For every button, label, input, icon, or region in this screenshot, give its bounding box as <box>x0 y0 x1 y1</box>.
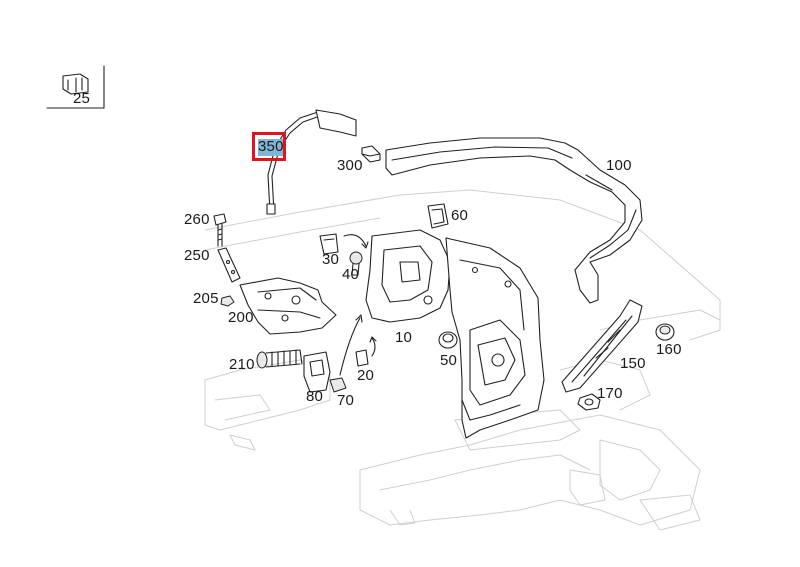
callout-160[interactable]: 160 <box>656 341 682 358</box>
callout-100[interactable]: 100 <box>606 157 632 174</box>
part-10-panel <box>365 229 545 439</box>
callout-210[interactable]: 210 <box>229 356 255 373</box>
part-60-bracket <box>427 203 449 229</box>
callout-50[interactable]: 50 <box>440 352 458 369</box>
arrowhead-30 <box>361 241 369 249</box>
selected-callout-fill <box>258 139 284 156</box>
callout-70[interactable]: 70 <box>337 392 355 409</box>
callout-60[interactable]: 60 <box>451 207 469 224</box>
part-150-strut <box>561 299 643 393</box>
callout-300[interactable]: 300 <box>337 157 363 174</box>
callout-200[interactable]: 200 <box>228 309 254 326</box>
part-100-bar <box>385 137 643 304</box>
part-205-nut <box>220 295 235 307</box>
part-50-mount <box>438 331 458 349</box>
callout-80[interactable]: 80 <box>306 388 324 405</box>
part-30-bracket <box>319 233 339 255</box>
part-80-bracket <box>303 351 331 393</box>
part-70-clip <box>329 377 347 393</box>
legend-box <box>46 65 105 109</box>
callout-150[interactable]: 150 <box>620 355 646 372</box>
part-200-plate <box>239 277 337 335</box>
arrow-20-to-10 <box>371 337 376 357</box>
callout-20[interactable]: 20 <box>357 367 375 384</box>
callout-260[interactable]: 260 <box>184 211 210 228</box>
arrow-30-to-10 <box>343 234 367 247</box>
callout-40[interactable]: 40 <box>342 266 360 283</box>
legend-label: 25 <box>73 90 91 107</box>
arrowhead-20 <box>369 336 377 343</box>
arrow-80-to-10 <box>339 317 361 376</box>
callout-30[interactable]: 30 <box>322 251 340 268</box>
part-260-bolt <box>213 213 227 247</box>
arrowhead-80 <box>355 314 363 323</box>
part-20-clip <box>355 349 369 367</box>
part-300-clip <box>361 145 381 163</box>
part-250-strip <box>217 247 241 283</box>
callout-350[interactable]: 350 <box>258 139 284 155</box>
callout-205[interactable]: 205 <box>193 290 219 307</box>
part-210-bolt <box>256 349 303 369</box>
part-40-bolt <box>349 251 363 276</box>
part-160-mount <box>655 323 675 341</box>
callout-170[interactable]: 170 <box>597 385 623 402</box>
part-350-rod <box>266 109 357 215</box>
selected-callout-frame[interactable] <box>252 132 286 161</box>
part-170-nut <box>577 393 601 411</box>
callout-250[interactable]: 250 <box>184 247 210 264</box>
callout-10[interactable]: 10 <box>395 329 413 346</box>
